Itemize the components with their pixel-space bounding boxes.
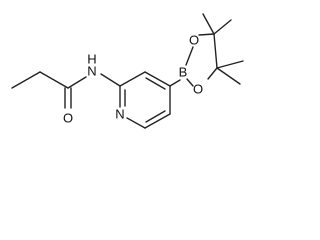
ring-oxygen-lower-label: O bbox=[193, 82, 203, 97]
chemical-structure-diagram: N H O N B O O bbox=[11, 13, 244, 129]
bond-ring-c6-n1 bbox=[126, 117, 146, 129]
bond-ring-inner-c5-c6 bbox=[145, 110, 166, 123]
bond-ethyl-ch2-carbonyl bbox=[39, 71, 69, 89]
bond-ethyl-ch3-ch2 bbox=[11, 71, 41, 89]
bond-methyl-lower-a bbox=[216, 60, 244, 69]
bond-nh-pyridine bbox=[100, 73, 121, 87]
bond-methyl-lower-b bbox=[216, 67, 241, 85]
boron-label: B bbox=[179, 65, 188, 80]
bond-c-o-lower bbox=[207, 67, 218, 80]
bond-o-upper-c bbox=[198, 33, 215, 36]
bond-pyridine-boron bbox=[169, 79, 181, 87]
bond-quaternary-c-c bbox=[213, 33, 218, 69]
nh-nitrogen-label: N bbox=[87, 64, 96, 79]
pyridine-nitrogen-label: N bbox=[115, 107, 124, 122]
bond-ring-c3-c4 bbox=[144, 71, 171, 87]
ring-oxygen-upper-label: O bbox=[189, 33, 199, 48]
nh-hydrogen-label: H bbox=[87, 52, 96, 67]
bond-methyl-upper-b bbox=[213, 19, 232, 35]
bond-methyl-upper-a bbox=[202, 13, 215, 35]
carbonyl-oxygen-label: O bbox=[63, 111, 73, 126]
bond-boron-o-upper bbox=[185, 46, 194, 66]
bond-o-lower-boron bbox=[186, 78, 194, 87]
bond-ring-inner-c3-c4 bbox=[145, 77, 166, 90]
bond-carbonyl-nh bbox=[67, 76, 87, 89]
bond-ring-c2-c3 bbox=[119, 71, 146, 87]
bond-ring-c5-c6 bbox=[144, 113, 171, 129]
